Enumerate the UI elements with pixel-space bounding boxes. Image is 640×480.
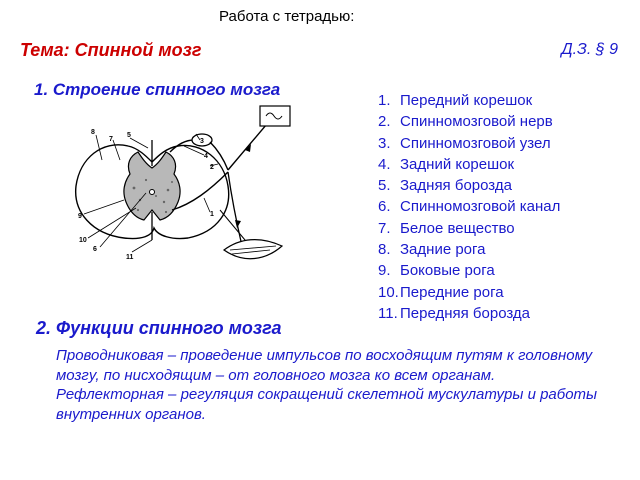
- homework-reference: Д.З. § 9: [561, 41, 618, 58]
- section-functions-title: 2. Функции спинного мозга: [36, 318, 282, 338]
- legend-item: 4.Задний корешок: [378, 155, 515, 173]
- legend-item: 9.Боковые рога: [378, 262, 495, 280]
- legend-item: 8.Задние рога: [378, 241, 486, 259]
- reflex-paragraph: Рефлекторная – регуляция сокращений скел…: [56, 386, 598, 423]
- structure-legend: 1.Передний корешок 2.Спинномозговой нерв…: [378, 90, 560, 324]
- legend-item: 1.Передний корешок: [378, 92, 533, 109]
- legend-item: 6.Спинномозговой канал: [378, 198, 561, 216]
- diagram-label-11: 11: [126, 254, 134, 261]
- worksheet-header: Работа с тетрадью:: [219, 8, 355, 25]
- legend-item: 5.Задняя борозда: [378, 177, 512, 195]
- legend-item: 10.Передние рога: [378, 283, 504, 301]
- diagram-label-3: 3: [200, 138, 204, 145]
- legend-item: 7.Белое вещество: [378, 219, 515, 237]
- diagram-label-9: 9: [78, 213, 82, 220]
- spinal-cord-diagram: 8 7 5 3 4 2 1 9 10 6 11: [75, 105, 291, 261]
- diagram-label-6: 6: [93, 246, 97, 253]
- diagram-label-5: 5: [127, 132, 131, 139]
- legend-item: 11.Передняя борозда: [378, 304, 531, 322]
- diagram-label-8: 8: [91, 129, 95, 136]
- legend-item: 2.Спинномозговой нерв: [378, 113, 553, 131]
- diagram-label-1: 1: [210, 211, 214, 218]
- diagram-label-7: 7: [109, 136, 113, 143]
- conduction-paragraph: Проводниковая – проведение импульсов по …: [56, 347, 593, 384]
- diagram-label-4: 4: [204, 153, 208, 160]
- section-structure-title: 1. Строение спинного мозга: [34, 80, 281, 99]
- diagram-label-10: 10: [79, 237, 87, 244]
- legend-item: 3.Спинномозговой узел: [378, 134, 551, 152]
- diagram-label-2: 2: [210, 164, 214, 171]
- functions-text: Проводниковая – проведение импульсов по …: [56, 346, 621, 424]
- topic-title: Тема: Спинной мозг: [20, 40, 202, 60]
